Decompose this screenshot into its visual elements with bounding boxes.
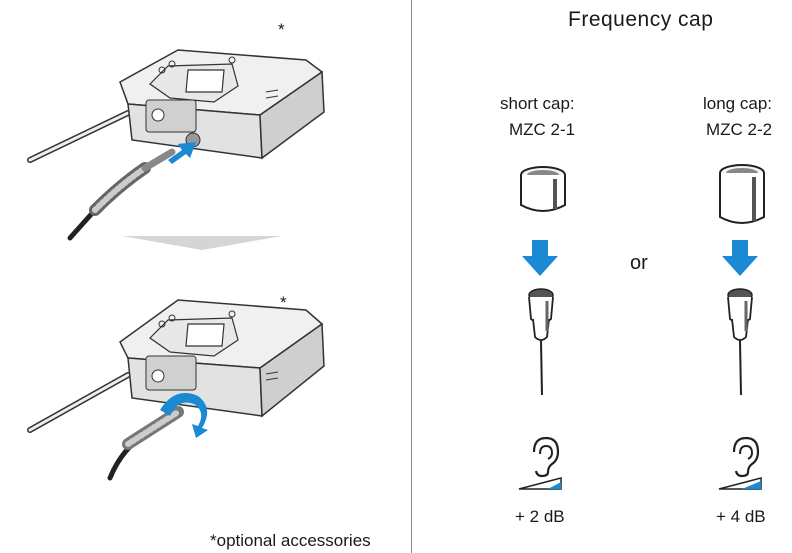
long-cap-icon [719, 164, 765, 224]
step-transition-arrow [122, 236, 282, 250]
short-cap-ear-icon [532, 436, 560, 478]
option-short-label: short cap: [500, 94, 575, 113]
optional-marker-top: * [278, 20, 285, 39]
panel-divider [411, 0, 412, 553]
short-cap-icon [520, 166, 566, 212]
long-cap-ear-icon [732, 436, 760, 478]
short-cap-gain-wedge-icon [518, 477, 562, 490]
transmitter-step-1-illustration [27, 49, 325, 241]
or-separator: or [630, 252, 648, 274]
option-short-model: MZC 2-1 [509, 120, 576, 139]
long-cap-gain: + 4 dB [716, 507, 766, 526]
option-long-model: MZC 2-2 [706, 120, 773, 139]
long-cap-gain-wedge-icon [718, 477, 762, 490]
footnote: *optional accessories [210, 531, 371, 550]
page-title: Frequency cap [568, 8, 714, 31]
optional-marker-bottom: * [280, 293, 287, 312]
transmitter-step-2-illustration [27, 299, 325, 481]
long-cap-down-arrow-icon [722, 240, 758, 276]
long-cap-microphone-icon [727, 288, 753, 396]
short-cap-down-arrow-icon [522, 240, 558, 276]
option-long-label: long cap: [703, 94, 772, 113]
short-cap-microphone-icon [528, 288, 554, 396]
short-cap-gain: + 2 dB [515, 507, 565, 526]
